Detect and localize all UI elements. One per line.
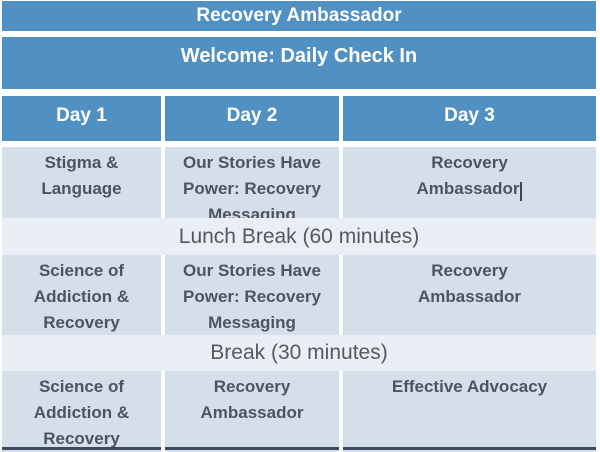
day3-label: Day 3 (444, 104, 495, 126)
cell-day1-morning[interactable]: Stigma & Language (2, 147, 161, 228)
cell-day1-late[interactable]: Science of Addiction & Recovery (2, 371, 161, 452)
cell-day3-morning[interactable]: Recovery Ambassador (343, 147, 596, 228)
cell-text: Our Stories Have Power: Recovery Messagi… (183, 261, 321, 332)
afternoon-session-row: Science of Addiction & Recovery Our Stor… (2, 255, 596, 336)
cell-text: Recovery Ambassador (200, 377, 304, 422)
welcome-cell[interactable]: Welcome: Daily Check In (2, 37, 596, 89)
day1-label: Day 1 (56, 104, 107, 126)
cell-day3-late[interactable]: Effective Advocacy (343, 371, 596, 452)
day3-header-cell[interactable]: Day 3 (343, 96, 596, 141)
day-header-row: Day 1 Day 2 Day 3 (2, 96, 596, 141)
cell-text: Stigma & Language (41, 153, 122, 198)
day2-label: Day 2 (226, 104, 278, 126)
lunch-break-label: Lunch Break (60 minutes) (178, 224, 420, 248)
table-title: Recovery Ambassador (196, 5, 402, 26)
cell-text: Effective Advocacy (391, 377, 548, 396)
cell-text: Science of Addiction & Recovery (33, 377, 130, 448)
cell-text: Science of Addiction & Recovery (33, 261, 130, 332)
cutoff-segment (2, 447, 161, 450)
cell-text: Recovery Ambassador (418, 261, 521, 306)
morning-session-row: Stigma & Language Our Stories Have Power… (2, 147, 596, 228)
lunch-break-cell[interactable]: Lunch Break (60 minutes) (2, 218, 596, 255)
cell-day2-late[interactable]: Recovery Ambassador (165, 371, 339, 452)
break-label: Break (30 minutes) (210, 341, 388, 364)
day1-header-cell[interactable]: Day 1 (2, 96, 161, 141)
welcome-label: Welcome: Daily Check In (180, 44, 418, 67)
day2-header-cell[interactable]: Day 2 (165, 96, 339, 141)
text-cursor (520, 182, 523, 201)
cutoff-segment (343, 447, 596, 450)
cutoff-bottom-row (2, 447, 596, 450)
cell-day1-afternoon[interactable]: Science of Addiction & Recovery (2, 255, 161, 336)
cell-day3-afternoon[interactable]: Recovery Ambassador (343, 255, 596, 336)
table-title-cell[interactable]: Recovery Ambassador (2, 1, 596, 31)
cell-text: Recovery Ambassador (416, 153, 520, 198)
late-session-row: Science of Addiction & Recovery Recovery… (2, 371, 596, 452)
cell-text: Our Stories Have Power: Recovery Messagi… (183, 153, 321, 224)
cell-day2-afternoon[interactable]: Our Stories Have Power: Recovery Messagi… (165, 255, 339, 336)
cell-day2-morning[interactable]: Our Stories Have Power: Recovery Messagi… (165, 147, 339, 228)
cutoff-segment (165, 447, 339, 450)
row-divider (0, 89, 600, 96)
break-cell[interactable]: Break (30 minutes) (2, 335, 596, 371)
